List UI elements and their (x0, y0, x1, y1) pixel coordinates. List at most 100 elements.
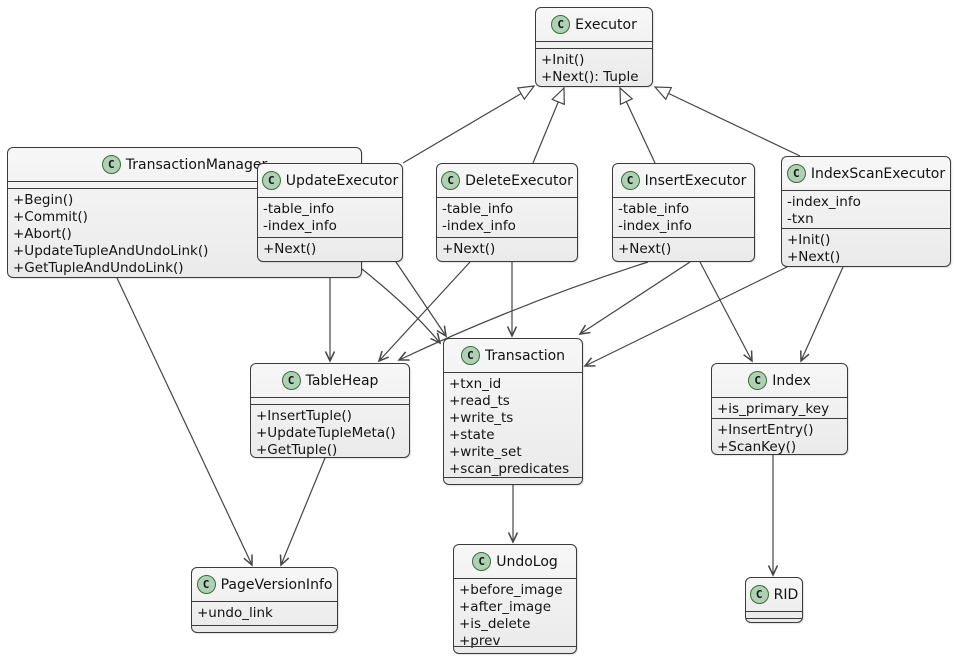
dependency-edge-transaction-manager-to-transaction (361, 268, 442, 345)
method-row: +Begin() (13, 192, 74, 208)
method-row: +Abort() (13, 226, 72, 242)
method-row: +Next() (442, 241, 496, 258)
methods-compartment: +Next() (258, 237, 402, 261)
attribute-row: +is_primary_key (717, 401, 830, 417)
attributes-compartment: -table_info-index_info (258, 197, 402, 237)
attribute-row: +write_set (449, 444, 522, 460)
attributes-compartment (251, 397, 409, 404)
class-name: Transaction (484, 347, 566, 364)
method-row: +Next(): Tuple (541, 69, 639, 85)
attribute-row: -table_info (618, 201, 690, 217)
class-name: InsertExecutor (644, 172, 747, 189)
class-circle-icon: C (786, 164, 806, 183)
attribute-row: +prev (459, 633, 501, 649)
attributes-compartment: -index_info-txn (782, 190, 950, 228)
class-name: PageVersionInfo (220, 576, 333, 593)
attribute-row: +before_image (459, 582, 563, 598)
method-row: +Next() (787, 249, 841, 265)
dependency-edge-index-scan-executor-to-index (800, 266, 844, 363)
method-row: +Init() (541, 52, 585, 68)
dependency-edge-insert-executor-to-table-heap (397, 261, 649, 361)
dependency-edge-delete-executor-to-table-heap (377, 261, 471, 363)
dependency-edge-insert-executor-to-index (699, 261, 753, 363)
class-circle-icon: C (749, 585, 769, 604)
attribute-row: +write_ts (449, 410, 514, 426)
attribute-row: +state (449, 427, 495, 443)
method-row: +Next() (618, 241, 672, 258)
attribute-row: +undo_link (197, 605, 273, 621)
attributes-compartment (8, 181, 361, 188)
methods-compartment: +InsertEntry()+ScanKey() (712, 418, 847, 456)
attribute-row: +txn_id (449, 376, 502, 392)
method-row: +GetTupleAndUndoLink() (13, 260, 184, 276)
attribute-row: +is_delete (459, 616, 531, 632)
attribute-row: +scan_predicates (449, 461, 570, 477)
class-name: UpdateExecutor (285, 172, 399, 189)
class-circle-icon: C (472, 552, 492, 571)
class-circle-icon: C (748, 371, 768, 390)
dependency-edge-insert-executor-to-transaction (578, 261, 691, 335)
methods-compartment: +Init()+Next(): Tuple (536, 48, 652, 86)
attribute-row: -table_info (263, 201, 335, 217)
attribute-row: -table_info (442, 201, 514, 217)
attributes-compartment: -table_info-index_info (437, 197, 577, 237)
attributes-compartment: +is_primary_key (712, 397, 847, 418)
class-circle-icon: C (441, 171, 461, 190)
dependency-edge-update-executor-to-transaction (395, 261, 447, 338)
class-name: UndoLog (496, 553, 558, 570)
attribute-row: -index_info (442, 218, 516, 234)
dependency-edge-table-heap-to-page-version-info (279, 457, 326, 567)
method-row: +InsertEntry() (717, 422, 814, 439)
class-name: Executor (575, 16, 637, 33)
class-name: TransactionManager (125, 156, 268, 173)
methods-compartment: +Next() (613, 237, 754, 261)
class-circle-icon: C (281, 371, 301, 390)
attribute-row: -txn (787, 211, 814, 227)
dependency-edge-index-scan-executor-to-transaction (583, 266, 788, 367)
inheritance-edge-delete-executor-to-executor (532, 86, 565, 164)
class-circle-icon: C (261, 171, 281, 190)
method-row: +ScanKey() (717, 439, 797, 456)
class-name: TableHeap (305, 372, 379, 389)
inheritance-edge-insert-executor-to-executor (619, 86, 656, 164)
attribute-row: -index_info (263, 218, 337, 234)
methods-compartment: +Begin()+Commit()+Abort()+UpdateTupleAnd… (8, 188, 361, 277)
class-name: RID (773, 586, 799, 603)
methods-compartment: +Next() (437, 237, 577, 261)
class-circle-icon: C (620, 171, 640, 190)
attributes-compartment (746, 611, 802, 618)
attribute-row: +read_ts (449, 393, 510, 409)
attributes-compartment: -table_info-index_info (613, 197, 754, 237)
methods-compartment (192, 625, 337, 632)
inheritance-edge-update-executor-to-executor (402, 85, 536, 164)
methods-compartment: +InsertTuple()+UpdateTupleMeta()+GetTupl… (251, 404, 409, 458)
methods-compartment (444, 477, 582, 484)
dependency-edge-transaction-manager-to-page-version-info (116, 277, 253, 567)
methods-compartment (454, 646, 576, 653)
attribute-row: -index_info (787, 194, 861, 210)
attribute-row: -index_info (618, 218, 692, 234)
attributes-compartment: +before_image+after_image+is_delete+prev (454, 578, 576, 649)
method-row: +UpdateTupleAndUndoLink() (13, 243, 209, 259)
class-name: DeleteExecutor (465, 172, 573, 189)
method-row: +InsertTuple() (256, 408, 352, 424)
